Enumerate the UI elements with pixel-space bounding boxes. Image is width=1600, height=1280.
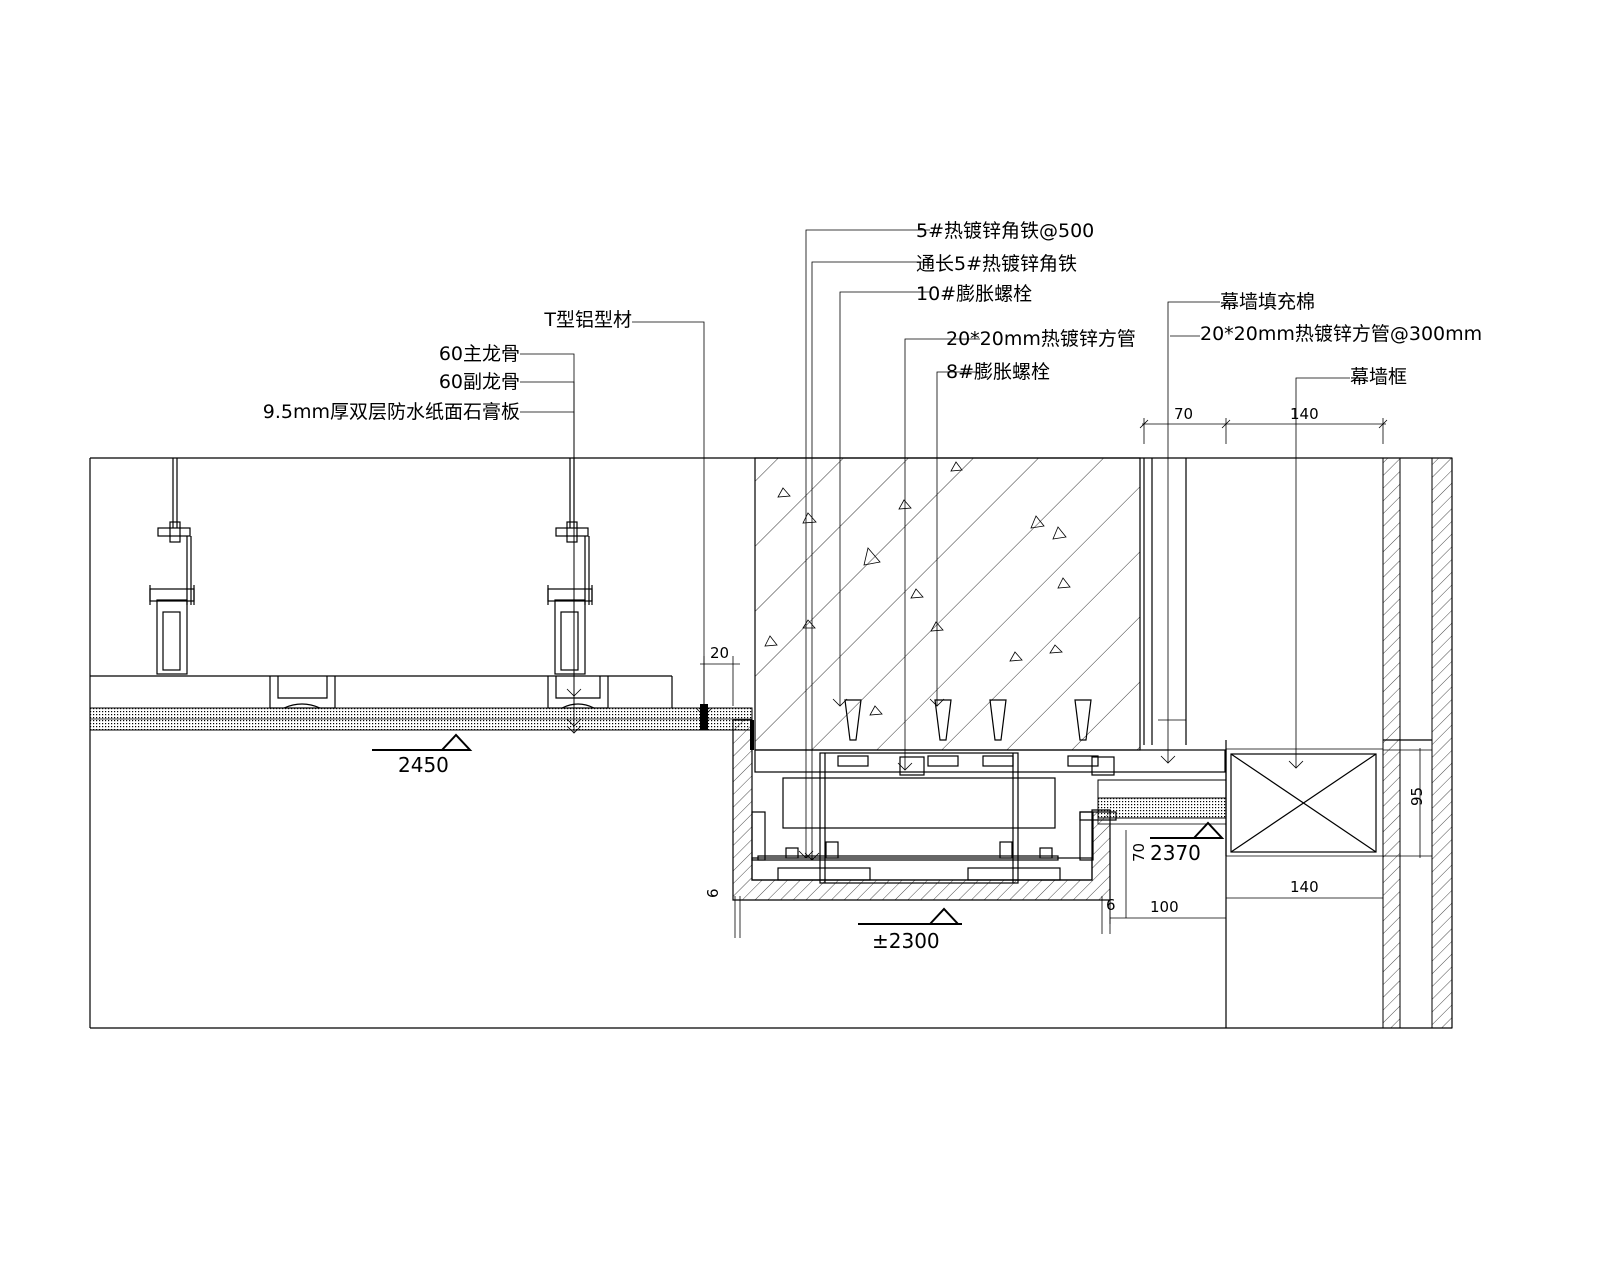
dim-95: 95 (1408, 787, 1426, 806)
keel-hanger-left (149, 458, 195, 675)
label-square-tube-300: 20*20mm热镀锌方管@300mm (1200, 323, 1482, 345)
elevation-markers (372, 733, 1225, 925)
sub-keel-profiles (269, 676, 609, 709)
curtain-wall-filler-box (1225, 748, 1383, 857)
keel-hanger-right (547, 458, 593, 675)
dim-140-top: 140 (1290, 405, 1319, 423)
label-gypsum-board: 9.5mm厚双层防水纸面石膏板 (263, 400, 520, 423)
label-angle-steel-500: 5#热镀锌角铁@500 (916, 220, 1094, 242)
gypsum-ceiling (89, 675, 754, 750)
elevation-2300: ±2300 (872, 929, 940, 953)
curtain-wall-mullion (1143, 458, 1187, 745)
concrete-slab (754, 457, 1141, 751)
label-expansion-bolt-8: 8#膨胀螺栓 (946, 361, 1050, 383)
dim-70-side: 70 (1130, 843, 1148, 862)
label-t-profile: T型铝型材 (543, 309, 632, 331)
elevation-2370: 2370 (1150, 841, 1201, 865)
dimension-lines (700, 418, 1432, 938)
dim-6-right: 6 (1106, 896, 1116, 914)
expansion-bolt-3 (982, 699, 1014, 767)
expansion-bolt-4 (1067, 699, 1099, 767)
label-square-tube: 20*20mm热镀锌方管 (946, 328, 1136, 350)
label-expansion-bolt-10: 10#膨胀螺栓 (916, 283, 1032, 305)
annotation-labels: 5#热镀锌角铁@500 通长5#热镀锌角铁 10#膨胀螺栓 T型铝型材 60主龙… (263, 220, 1482, 423)
label-main-keel: 60主龙骨 (439, 343, 520, 365)
curtain-wall-panel (1225, 457, 1453, 1029)
dim-20: 20 (710, 644, 729, 662)
dim-70-top: 70 (1174, 405, 1193, 423)
dim-6-left: 6 (704, 888, 722, 898)
dim-140-bottom: 140 (1290, 878, 1319, 896)
leader-lines (520, 229, 1350, 861)
elevation-labels: 2450 ±2300 2370 (398, 753, 1201, 953)
expansion-bolt-2 (927, 699, 959, 767)
dimension-labels: 20 70 140 95 70 100 140 6 6 (704, 405, 1426, 916)
label-sub-keel: 60副龙骨 (439, 371, 520, 393)
expansion-bolt-1 (837, 699, 869, 767)
label-curtain-frame: 幕墙框 (1350, 366, 1407, 388)
soffit-box (732, 719, 1117, 901)
dim-100: 100 (1150, 898, 1179, 916)
angle-steel-and-bolts (754, 699, 1227, 825)
label-filler-cotton: 幕墙填充棉 (1220, 291, 1315, 313)
elevation-2450: 2450 (398, 753, 449, 777)
label-continuous-angle: 通长5#热镀锌角铁 (916, 253, 1077, 275)
